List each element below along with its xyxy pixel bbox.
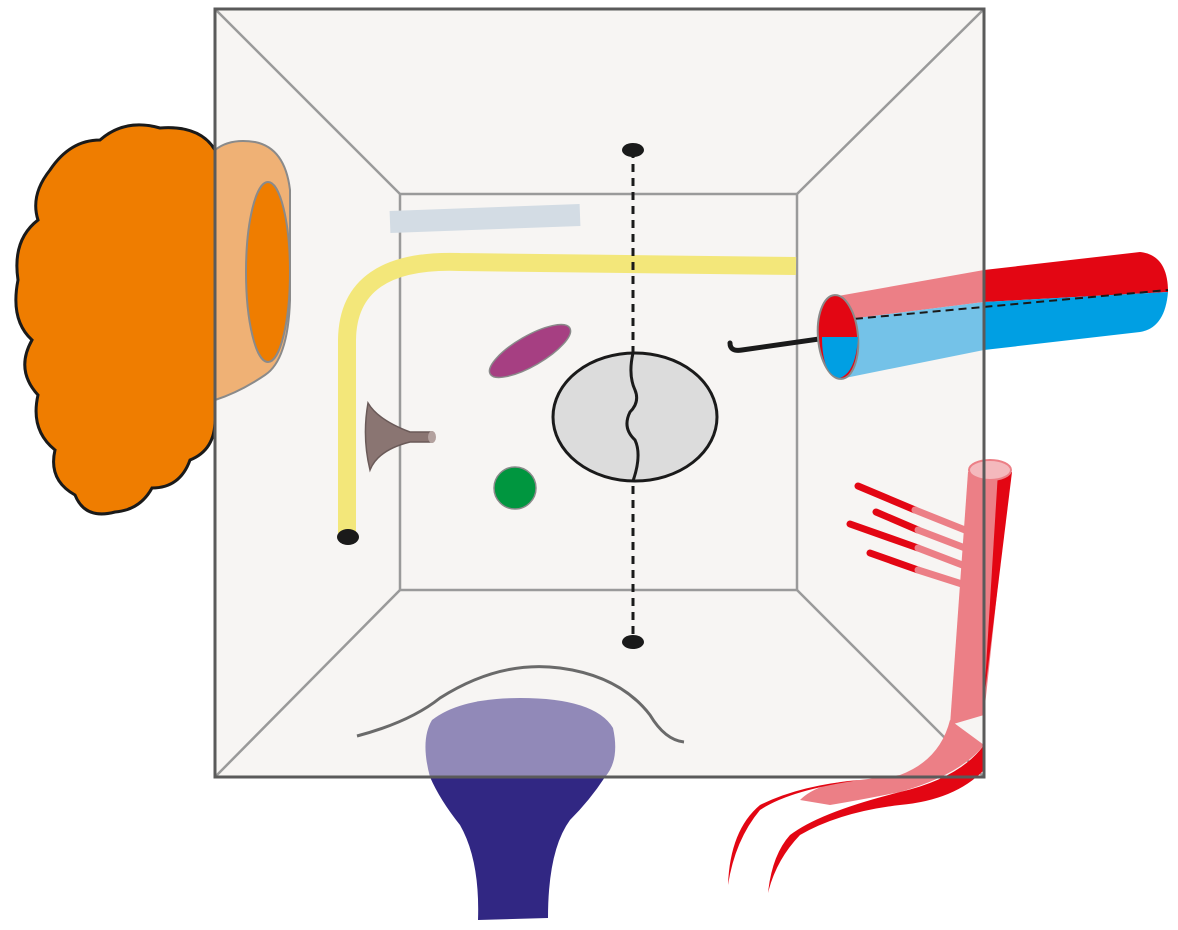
red-blue-tube <box>816 252 1169 380</box>
green-node <box>493 466 537 510</box>
pink-red-vessel <box>728 459 1012 893</box>
organ-box-border <box>213 7 986 779</box>
red-vessel-branches <box>846 482 969 589</box>
orange-cylinder-end <box>245 181 291 363</box>
purple-flask-structure <box>425 698 616 920</box>
brown-funnel <box>364 400 433 473</box>
black-probe <box>727 333 843 353</box>
brown-funnel-tip <box>428 431 436 443</box>
yellow-duct <box>338 252 797 533</box>
vessel-top-opening <box>968 459 1012 481</box>
bottom-arc-line <box>356 665 685 744</box>
axis-bottom-point <box>622 635 644 649</box>
grey-central-oval <box>551 351 719 483</box>
pale-blue-duct <box>389 204 581 233</box>
orange-lobulated-mass <box>14 123 217 516</box>
central-oval-seam <box>625 352 640 482</box>
inner-box <box>398 192 799 592</box>
purple-oval <box>488 323 572 379</box>
yellow-duct-opening <box>337 529 359 545</box>
axis-top-point <box>622 143 644 157</box>
